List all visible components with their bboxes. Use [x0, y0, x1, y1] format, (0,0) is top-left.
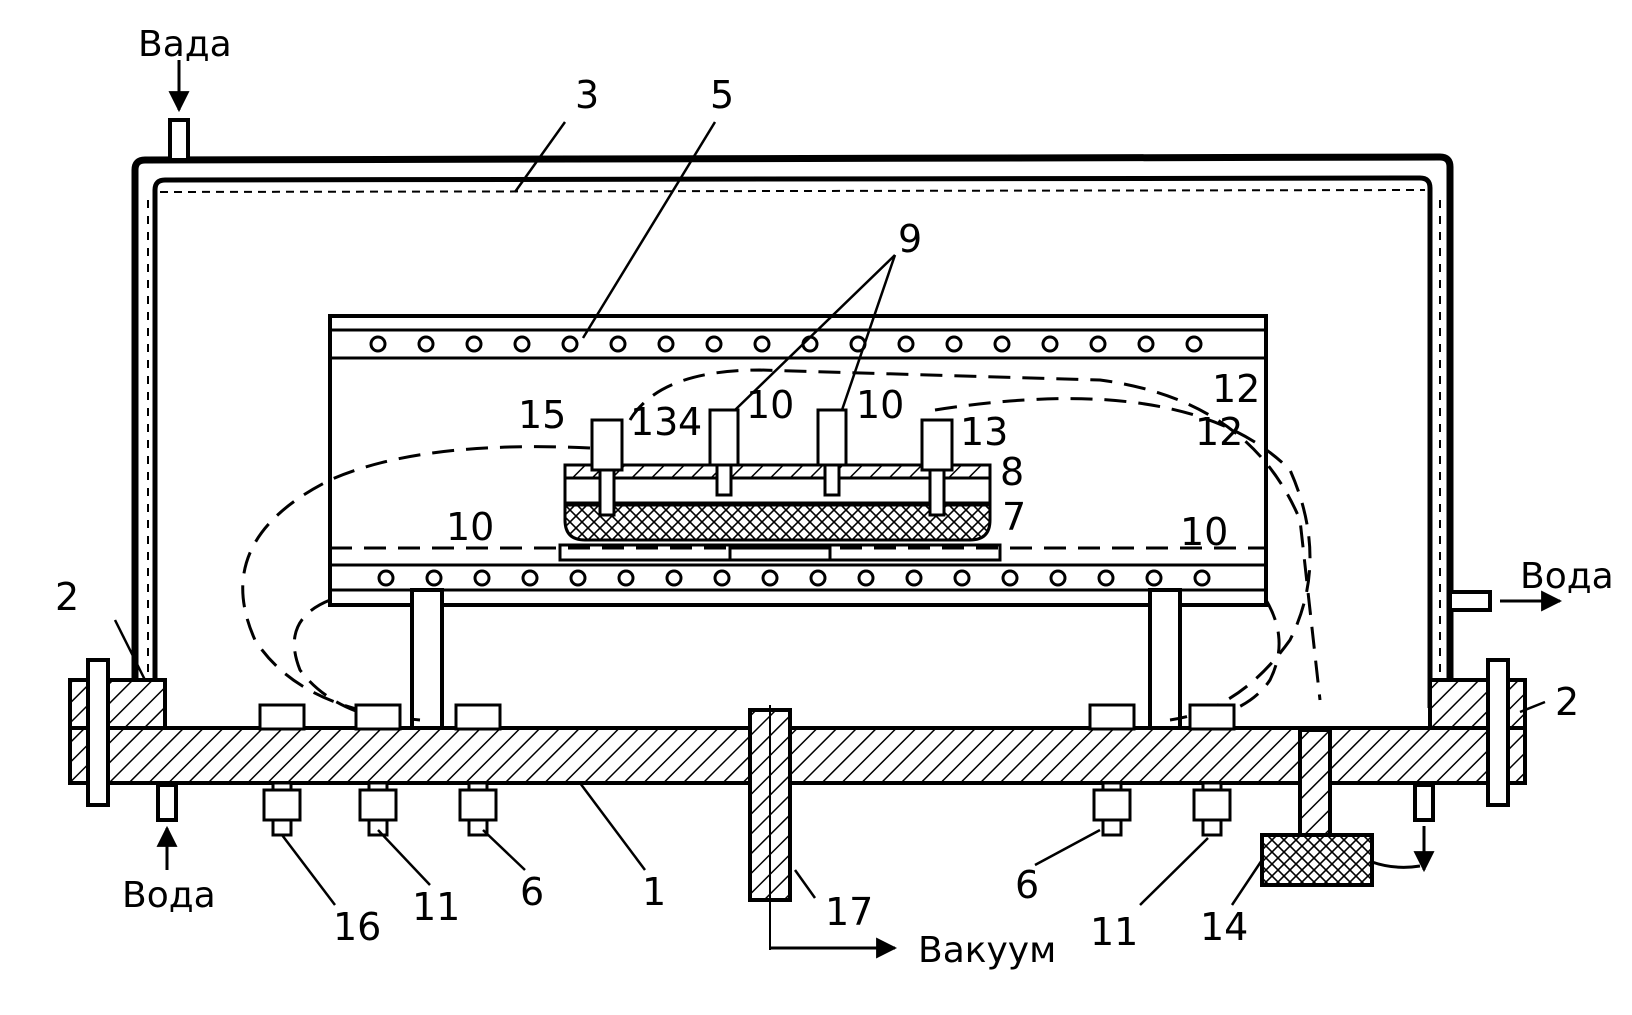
label-4: 4	[678, 400, 702, 444]
heater-coil	[665, 569, 683, 587]
heater-coil	[377, 569, 395, 587]
heater-coils-top	[369, 335, 1203, 353]
nut-bottom	[1092, 788, 1132, 822]
base-plate	[68, 726, 1527, 785]
label-10-d: 10	[1180, 510, 1228, 554]
heater-coil	[857, 569, 875, 587]
heater-coil	[609, 335, 627, 353]
heater-coil	[1137, 335, 1155, 353]
heater-coil	[1193, 569, 1211, 587]
heater-coil	[1049, 569, 1067, 587]
nut-top	[454, 703, 502, 731]
heater-coil	[369, 335, 387, 353]
heater-coil	[993, 335, 1011, 353]
heater-coil	[569, 569, 587, 587]
heater-coil	[657, 335, 675, 353]
flange-clamps	[68, 658, 1527, 807]
nut-top	[1088, 703, 1136, 731]
heater-coil	[945, 335, 963, 353]
label-vacuum: Вакуум	[918, 930, 1056, 971]
label-water-in-bottom: Вода	[122, 875, 216, 916]
label-8: 8	[1000, 450, 1024, 494]
label-13-right: 13	[960, 410, 1008, 454]
heater-coil	[513, 335, 531, 353]
label-14: 14	[1200, 905, 1248, 949]
label-water-in-top: Вада	[138, 24, 232, 65]
heater-coil	[761, 569, 779, 587]
label-2-right: 2	[1555, 680, 1579, 724]
label-15: 15	[518, 393, 566, 437]
labels: Вада Вода Вода Вакуум 3 5 9 12 12 15 13 …	[55, 24, 1614, 971]
label-13-left: 13	[630, 400, 678, 444]
label-3: 3	[575, 73, 599, 117]
vacuum-port	[748, 705, 898, 959]
water-inlet-nozzle-bottom	[156, 783, 1435, 873]
heater-coil	[617, 569, 635, 587]
heater-coil	[1089, 335, 1107, 353]
electrode-bolts	[590, 408, 954, 517]
label-5: 5	[710, 73, 734, 117]
heater-coil	[1185, 335, 1203, 353]
water-outlet-nozzle-right	[1448, 590, 1563, 612]
label-11-right: 11	[1090, 910, 1138, 954]
heater-coil	[521, 569, 539, 587]
nut-bottom	[1192, 788, 1232, 822]
nut-top	[354, 703, 402, 731]
nut-top	[1188, 703, 1236, 731]
label-10-a: 10	[746, 383, 794, 427]
heater-coil	[1145, 569, 1163, 587]
label-11-left: 11	[412, 885, 460, 929]
heater-coil	[809, 569, 827, 587]
heater-coil	[801, 335, 819, 353]
heater-coil	[1001, 569, 1019, 587]
heater-coils-bottom	[377, 569, 1211, 587]
cable-runs	[241, 368, 1322, 722]
heater-coil	[753, 335, 771, 353]
heater-coil	[465, 335, 483, 353]
label-17: 17	[825, 890, 873, 934]
label-2-left: 2	[55, 575, 79, 619]
heater-cage	[328, 314, 1268, 607]
label-1: 1	[642, 870, 666, 914]
label-9: 9	[898, 217, 922, 261]
heater-coil	[417, 335, 435, 353]
label-12-b: 12	[1195, 410, 1243, 454]
label-6-left: 6	[520, 870, 544, 914]
nut-top	[258, 703, 306, 731]
nut-bottom	[458, 788, 498, 822]
heater-coil	[425, 569, 443, 587]
label-12-a: 12	[1212, 367, 1260, 411]
support-posts	[410, 588, 1182, 732]
label-6-right: 6	[1015, 863, 1039, 907]
electrical-feedthrough	[1260, 728, 1421, 887]
heater-coil	[897, 335, 915, 353]
heater-coil	[705, 335, 723, 353]
label-7: 7	[1002, 495, 1026, 539]
label-water-out-right: Вода	[1520, 556, 1614, 597]
label-10-b: 10	[856, 383, 904, 427]
bell-jacket	[131, 153, 1454, 728]
heater-coil	[473, 569, 491, 587]
nut-bottom	[262, 788, 302, 822]
water-inlet-nozzle-top	[168, 60, 190, 162]
heater-coil	[953, 569, 971, 587]
heater-coil	[905, 569, 923, 587]
base-bolts	[258, 703, 1236, 837]
label-16: 16	[333, 905, 381, 949]
nut-bottom	[358, 788, 398, 822]
heater-coil	[713, 569, 731, 587]
label-10-c: 10	[446, 505, 494, 549]
heater-coil	[1041, 335, 1059, 353]
heater-coil	[1097, 569, 1115, 587]
leader-lines	[113, 121, 1546, 906]
heater-coil	[561, 335, 579, 353]
